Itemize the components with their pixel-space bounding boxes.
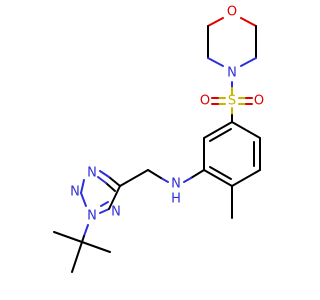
atom-label-sulfonyl-o-right: O bbox=[254, 94, 264, 109]
bond bbox=[231, 121, 261, 139]
bond bbox=[203, 121, 233, 139]
bond bbox=[119, 169, 149, 187]
bond bbox=[108, 185, 121, 210]
bond bbox=[231, 169, 261, 187]
bond bbox=[147, 169, 162, 179]
bond bbox=[203, 169, 233, 187]
atom-label-tetrazole-n-top: N bbox=[87, 166, 97, 181]
atom-label-sulfur: S bbox=[228, 94, 236, 109]
bond bbox=[99, 170, 110, 178]
atom-label-morpholine-o: O bbox=[227, 5, 237, 20]
bond bbox=[53, 231, 83, 243]
atom-label-morpholine-n: N bbox=[227, 66, 237, 81]
bond bbox=[209, 128, 232, 142]
molecule-structure: O N S O O N H N N N N bbox=[53, 5, 264, 273]
bond-layer bbox=[53, 17, 261, 273]
bond bbox=[207, 17, 224, 27]
bond bbox=[99, 208, 110, 214]
bond bbox=[108, 176, 121, 187]
atom-label-amine-n: N bbox=[171, 177, 181, 192]
bond bbox=[71, 241, 83, 273]
bond bbox=[209, 166, 232, 180]
bond bbox=[80, 192, 87, 207]
atom-label-sulfonyl-o-left: O bbox=[200, 94, 210, 109]
bond bbox=[81, 235, 85, 243]
bond bbox=[80, 179, 85, 194]
bond bbox=[240, 17, 257, 27]
bond bbox=[97, 176, 107, 184]
atom-label-amine-h: H bbox=[171, 192, 181, 207]
bond bbox=[183, 177, 192, 183]
bond bbox=[240, 57, 257, 67]
atom-label-layer: O N S O O N H N N N N bbox=[70, 5, 264, 224]
bond bbox=[100, 201, 109, 207]
bond bbox=[83, 224, 89, 237]
bond bbox=[105, 182, 116, 192]
bond bbox=[160, 177, 169, 183]
atom-label-tetrazole-n-left: N bbox=[70, 185, 80, 200]
bond bbox=[190, 169, 205, 179]
atom-label-tetrazole-n-bottom: N bbox=[87, 209, 97, 224]
atom-label-tetrazole-n-right: N bbox=[111, 205, 121, 220]
bond bbox=[207, 57, 224, 67]
bond bbox=[81, 241, 111, 253]
